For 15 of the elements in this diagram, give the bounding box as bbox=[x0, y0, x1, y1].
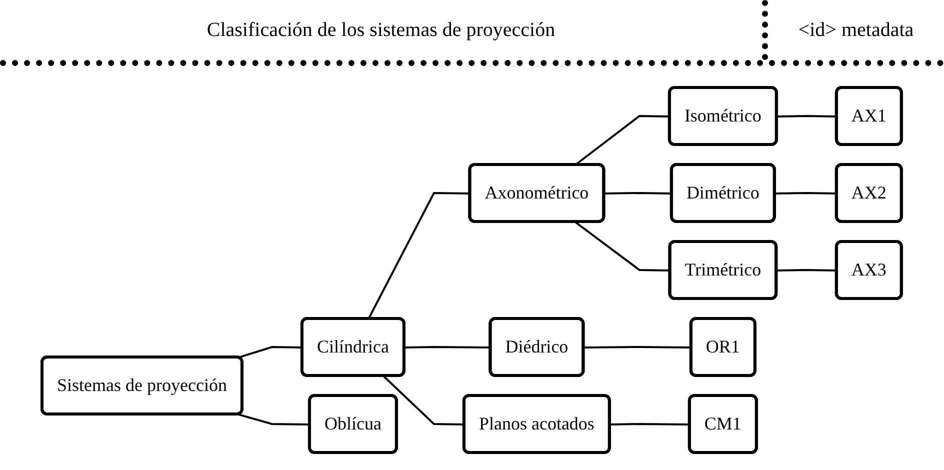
column-header: <id> metadata bbox=[798, 18, 914, 42]
connector bbox=[584, 346, 692, 348]
connector bbox=[574, 221, 671, 272]
connector bbox=[775, 192, 838, 194]
connector bbox=[238, 346, 303, 359]
connector bbox=[604, 192, 672, 194]
connector bbox=[238, 413, 310, 426]
connector bbox=[776, 269, 838, 272]
column-header: Clasificación de los sistemas de proyección bbox=[206, 18, 556, 42]
connector bbox=[777, 115, 838, 118]
connector bbox=[610, 423, 690, 426]
connector bbox=[574, 115, 670, 166]
connector bbox=[404, 346, 491, 348]
connector bbox=[383, 375, 465, 426]
connector bbox=[368, 192, 470, 320]
